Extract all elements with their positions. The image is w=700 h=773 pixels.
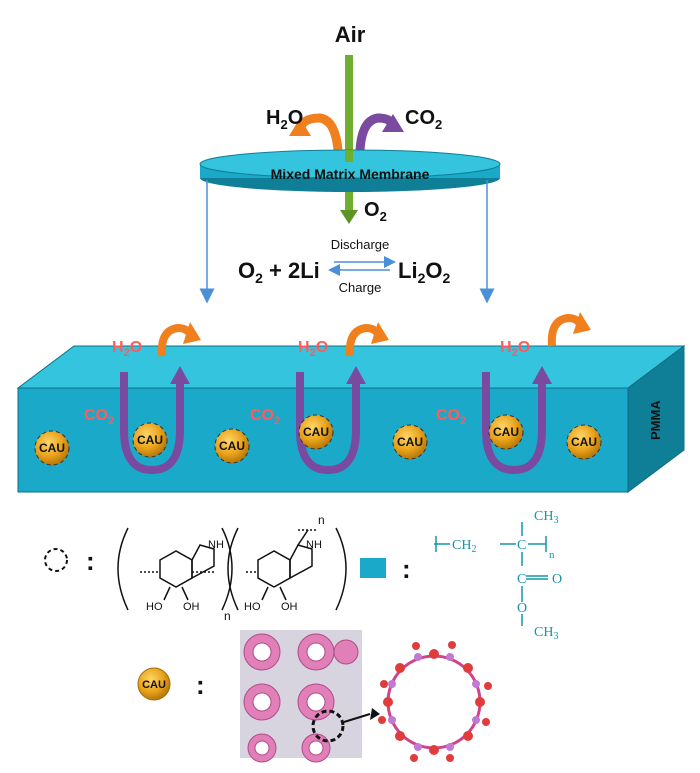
legend-colon: : — [196, 670, 205, 700]
mof-framework-image — [240, 630, 362, 763]
svg-text:CAU: CAU — [303, 425, 329, 439]
co2-top-label: CO2 — [405, 107, 442, 132]
svg-text:n: n — [549, 549, 555, 561]
zoom-arrow — [343, 713, 371, 723]
pmma-structure: CH2 C CH3 n C O O CH3 — [434, 509, 562, 642]
o2-label: O2 — [364, 199, 387, 224]
cau-particles: CAU CAU CAU CAU CAU CAU CAU — [34, 414, 602, 466]
svg-text:n: n — [224, 609, 231, 623]
svg-text:CAU: CAU — [39, 441, 65, 455]
charge-label: Charge — [339, 280, 382, 295]
svg-text:CO2: CO2 — [250, 407, 280, 427]
svg-text:NH: NH — [208, 539, 224, 551]
svg-text:H2O: H2O — [298, 339, 328, 359]
svg-text:O: O — [552, 572, 562, 587]
air-label: Air — [335, 22, 366, 47]
svg-text:OH: OH — [281, 601, 298, 613]
mof-ring-detail — [378, 641, 492, 762]
svg-text:H2O: H2O — [112, 339, 142, 359]
pmma-side-label: PMMA — [648, 400, 663, 440]
svg-text:CO2: CO2 — [84, 407, 114, 427]
air-shaft — [345, 55, 353, 210]
svg-text:HO: HO — [244, 601, 261, 613]
cau-particle: CAU — [132, 422, 168, 458]
svg-text:C: C — [517, 538, 526, 553]
legend-dashed-circle-icon — [44, 548, 68, 572]
cau-particle: CAU — [34, 430, 70, 466]
polydopamine-structure — [117, 527, 347, 611]
membrane-label: Mixed Matrix Membrane — [271, 166, 430, 182]
svg-text:CAU: CAU — [571, 435, 597, 449]
svg-text:CAU: CAU — [219, 439, 245, 453]
legend-colon: : — [86, 546, 95, 576]
cau-particle: CAU — [488, 414, 524, 450]
svg-text:CH3: CH3 — [534, 509, 558, 526]
legend-cau-icon: CAU — [137, 667, 171, 701]
svg-text:CO2: CO2 — [436, 407, 466, 427]
svg-text:O: O — [517, 601, 527, 616]
cau-particle: CAU — [566, 424, 602, 460]
slab-arrows — [120, 372, 546, 475]
svg-text:NH: NH — [306, 539, 322, 551]
air-shaft-head — [340, 210, 358, 224]
slab-co2-labels: CO2 CO2 CO2 — [84, 407, 466, 427]
svg-text:CH2: CH2 — [452, 538, 476, 555]
discharge-label: Discharge — [331, 237, 390, 252]
legend-pmma-square-icon — [360, 558, 386, 578]
svg-text:OH: OH — [183, 601, 200, 613]
legend-colon: : — [402, 554, 411, 584]
cau-particle: CAU — [214, 428, 250, 464]
cau-particle: CAU — [298, 414, 334, 450]
svg-text:CAU: CAU — [397, 435, 423, 449]
svg-text:CAU: CAU — [137, 433, 163, 447]
slab-h2o-labels: H2O H2O H2O — [112, 339, 530, 359]
h2o-top-label: H2O — [266, 107, 303, 132]
cau-particle: CAU — [392, 424, 428, 460]
svg-text:H2O: H2O — [500, 339, 530, 359]
svg-text:CAU: CAU — [142, 679, 166, 691]
svg-text:CAU: CAU — [493, 425, 519, 439]
svg-text:HO: HO — [146, 601, 163, 613]
svg-text:C: C — [517, 572, 526, 587]
reaction-left: O2 + 2Li — [238, 258, 320, 286]
reaction-right: Li2O2 — [398, 258, 450, 286]
slab-side — [627, 345, 685, 493]
svg-text:n: n — [318, 513, 325, 527]
svg-text:CH3: CH3 — [534, 625, 558, 642]
